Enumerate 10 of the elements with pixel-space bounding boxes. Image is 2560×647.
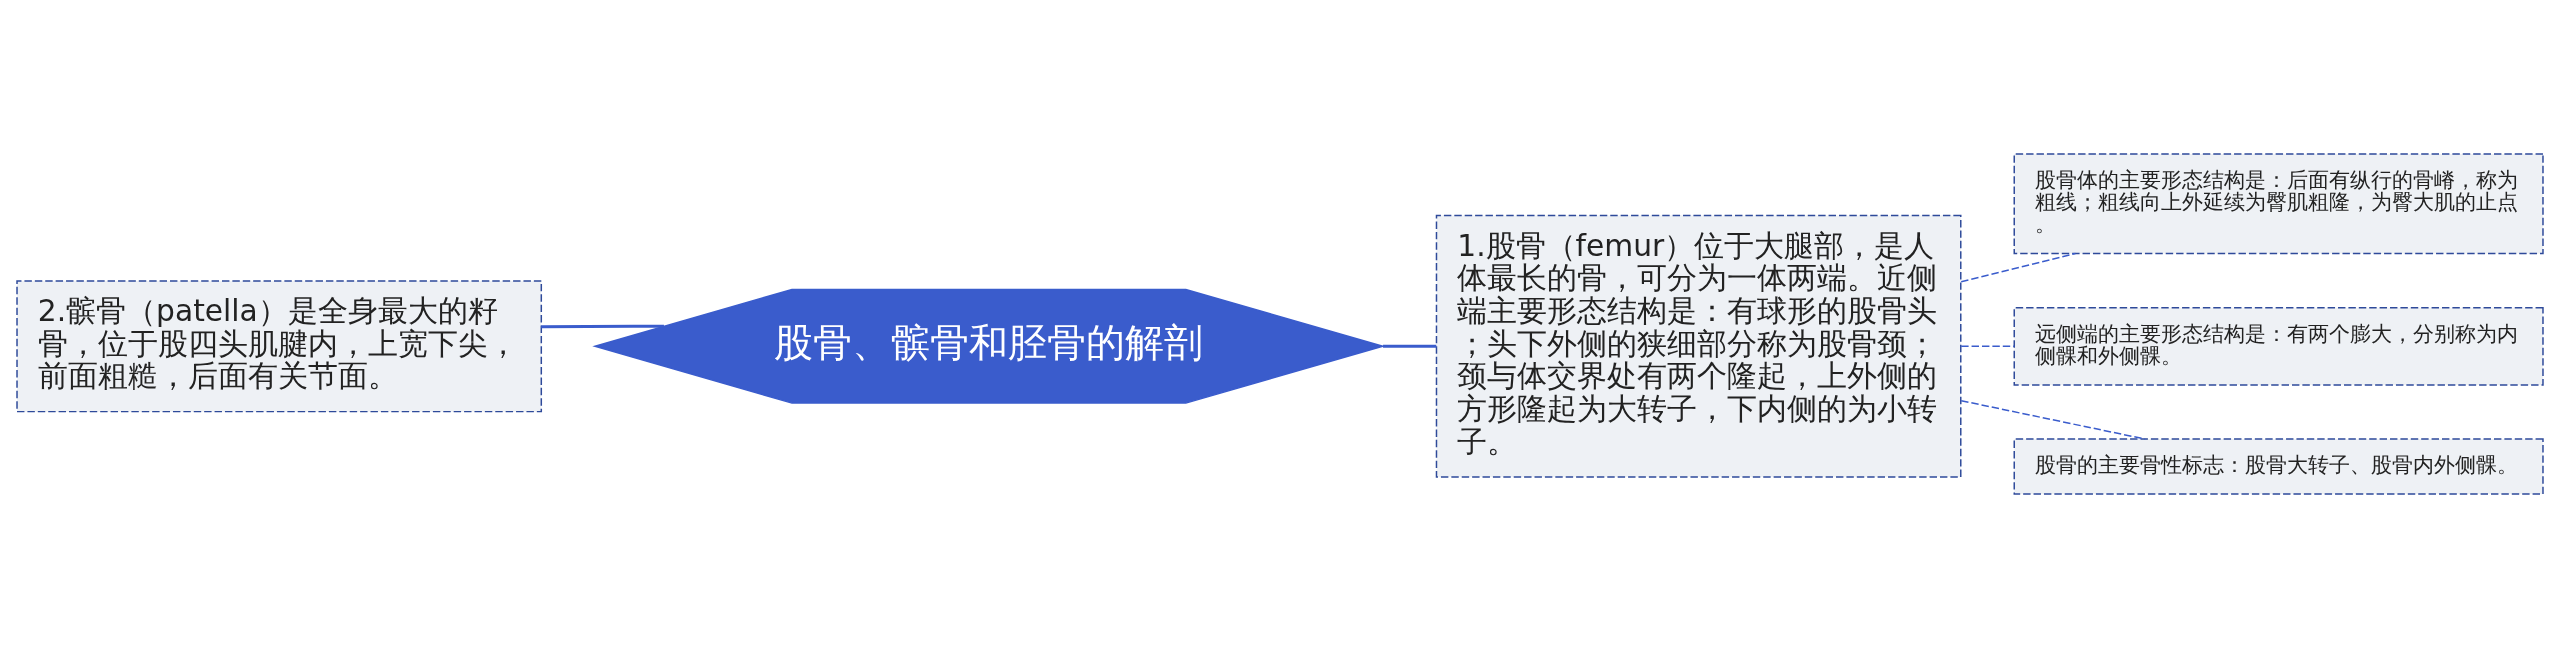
node-box: 股骨的主要骨性标志：股骨大转子、股骨内外侧髁。 [2013, 437, 2544, 495]
node-box: 1.股骨（femur）位于大腿部，是人体最长的骨，可分为一体两端。近侧端主要形态结构是：有球形的股骨头；头下外侧的狭细部分称为股骨颈；颈与体交界处有两个隆起，上外侧的方形隆起为大转子，下内侧的为小转子。 [1435, 214, 1962, 478]
connector [1960, 252, 2077, 282]
connector [1960, 345, 2015, 347]
connector [1960, 399, 2146, 440]
node-box: 股骨体的主要形态结构是：后面有纵行的骨嵴，称为粗线；粗线向上外延续为臀肌粗隆，为臀大肌的止点。 [2013, 152, 2544, 254]
connector [1383, 344, 1437, 348]
connector [541, 324, 664, 328]
node-box: 2.髌骨（patella）是全身最大的籽骨，位于股四头肌腱内，上宽下尖，前面粗糙，后面有关节面。 [16, 279, 543, 412]
node-box: 远侧端的主要形态结构是：有两个膨大，分别称为内侧髁和外侧髁。 [2013, 306, 2544, 386]
